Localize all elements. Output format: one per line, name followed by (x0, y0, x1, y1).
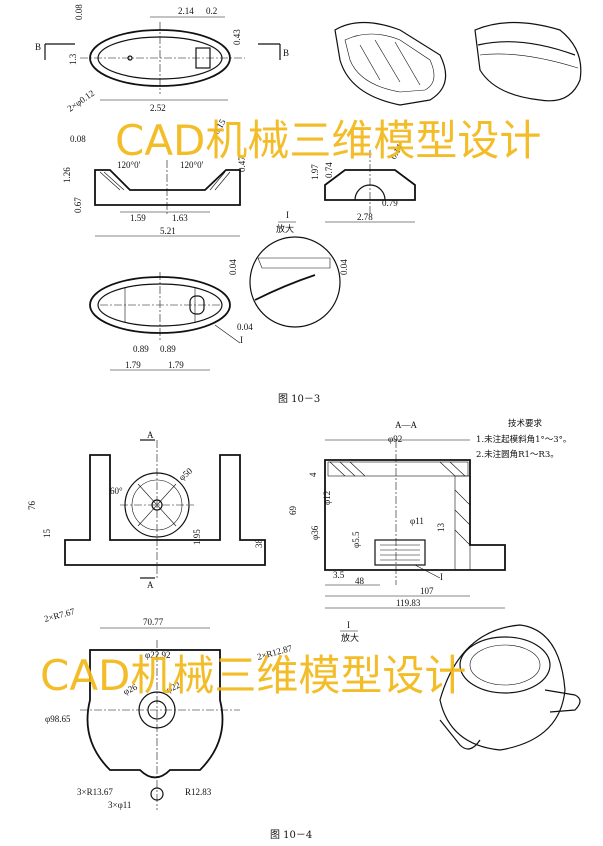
fig10-4-iso-view (439, 624, 581, 751)
dim-1-95: 1.95 (192, 529, 202, 545)
tech-req-line-1: 1.未注起模斜角1°～3°。 (476, 434, 571, 445)
tech-req-line-2: 2.未注圆角R1～R3。 (476, 449, 559, 460)
dim-38: 38 (254, 539, 264, 549)
fig10-3-detail-i: 0.04 0.04 0.04 (228, 236, 349, 332)
watermark-top: CAD机械三维模型设计 (115, 116, 541, 165)
dim-phi50: φ50 (177, 465, 195, 482)
dim-2-78: 2.78 (357, 212, 373, 222)
dim-0-79: 0.79 (382, 198, 398, 208)
fig10-3-caption: 图 10－3 (278, 393, 320, 405)
fig10-4-caption: 图 10－4 (270, 829, 312, 841)
dim-1-97: 1.97 (310, 164, 320, 180)
fig10-4-front-view: A A 76 15 60° φ50 1.95 38 (27, 430, 266, 590)
dim-0-74: 0.74 (324, 162, 334, 178)
dim-phi36: φ36 (310, 525, 320, 540)
dim-60deg: 60° (110, 486, 123, 496)
dim-15: 15 (42, 529, 52, 539)
dim-phi11: φ11 (410, 516, 424, 526)
fig10-3-section-view: 120°0' 120°0' 0.08 0.15 1.26 0.67 0.47 1… (62, 117, 247, 237)
fig10-4-section-aa: A—A φ92 4 69 φ36 φ12 φ11 φ5.5 13 3.5 48 … (288, 420, 506, 609)
fig10-3-bottom-view: I 0.89 0.89 1.79 1.79 (89, 272, 243, 371)
section-aa-title: A—A (395, 420, 417, 430)
fig10-3-top-view: B B 2.14 0.2 0.08 0.43 1.3 2×φ0.12 2.52 (35, 4, 289, 114)
dim-3xphi11: 3×φ11 (108, 800, 131, 810)
detail-i-label-2: I (347, 620, 350, 630)
dim-1-26: 1.26 (62, 167, 72, 183)
leader-i-label: I (240, 335, 243, 345)
watermark-bottom: CAD机械三维模型设计 (40, 651, 466, 700)
dim-1-79-b: 1.79 (168, 360, 184, 370)
dim-detail-0-04-c: 0.04 (237, 322, 253, 332)
dim-0-89-a: 0.89 (133, 344, 149, 354)
dim-1-79-a: 1.79 (125, 360, 141, 370)
detail-i-scale: 放大 (276, 223, 294, 234)
fig10-4-top-view: 70.77 2×R7.67 φ22.92 2×R12.87 φ26 φ22 φ9… (43, 606, 294, 810)
dim-0-67: 0.67 (73, 197, 83, 213)
dim-2xr7-67: 2×R7.67 (43, 606, 76, 624)
dim-1-63: 1.63 (172, 213, 188, 223)
section-a-bottom-label: A (147, 580, 154, 590)
dim-phi22-92: φ22.92 (145, 650, 170, 660)
section-b-right-label: B (283, 48, 289, 58)
section-a-top-label: A (147, 430, 154, 440)
dim-3-5: 3.5 (333, 570, 345, 580)
dim-detail-0-04-b: 0.04 (339, 259, 349, 275)
dim-phi98-65: φ98.65 (45, 714, 71, 724)
dim-107: 107 (420, 586, 434, 596)
dim-0-2: 0.2 (206, 6, 217, 16)
dim-119-83: 119.83 (396, 598, 421, 608)
dim-3xr13-67: 3×R13.67 (77, 787, 113, 797)
dim-phi92: φ92 (388, 434, 402, 444)
dim-phi12: φ12 (322, 491, 332, 505)
dim-13: 13 (436, 523, 446, 533)
dim-angle-right: 120°0' (180, 160, 204, 170)
dim-69: 69 (288, 506, 298, 516)
dim-70-77: 70.77 (143, 617, 164, 627)
detail-i-scale-2: 放大 (341, 632, 359, 643)
tech-req-title: 技术要求 (508, 418, 543, 429)
detail-i-label: I (286, 210, 289, 220)
leader-i-label-2: I (440, 572, 443, 582)
dim-2-52: 2.52 (150, 103, 166, 113)
dim-phi5-5: φ5.5 (351, 531, 361, 548)
dim-1-59: 1.59 (130, 213, 146, 223)
dim-2xphi0-12: 2×φ0.12 (65, 88, 96, 114)
dim-0-08: 0.08 (74, 4, 84, 20)
dim-angle-left: 120°0' (117, 160, 141, 170)
dim-76: 76 (27, 501, 37, 511)
dim-0-47: 0.47 (237, 156, 247, 172)
dim-detail-0-04-a: 0.04 (228, 259, 238, 275)
fig10-3-iso-views (334, 21, 582, 106)
dim-1-3: 1.3 (68, 53, 78, 65)
dim-48: 48 (355, 576, 365, 586)
dim-4: 4 (308, 472, 318, 477)
dim-r12-83: R12.83 (185, 787, 212, 797)
dim-0-89-b: 0.89 (160, 344, 176, 354)
dim-0-43: 0.43 (232, 29, 242, 45)
dim-0-08-b: 0.08 (70, 134, 86, 144)
section-b-left-label: B (35, 42, 41, 52)
technical-requirements: 技术要求 1.未注起模斜角1°～3°。 2.未注圆角R1～R3。 (476, 418, 571, 460)
dim-2-14: 2.14 (178, 6, 194, 16)
dim-5-21: 5.21 (160, 226, 176, 236)
fig10-4-detail-i-label: I 放大 (340, 620, 359, 643)
